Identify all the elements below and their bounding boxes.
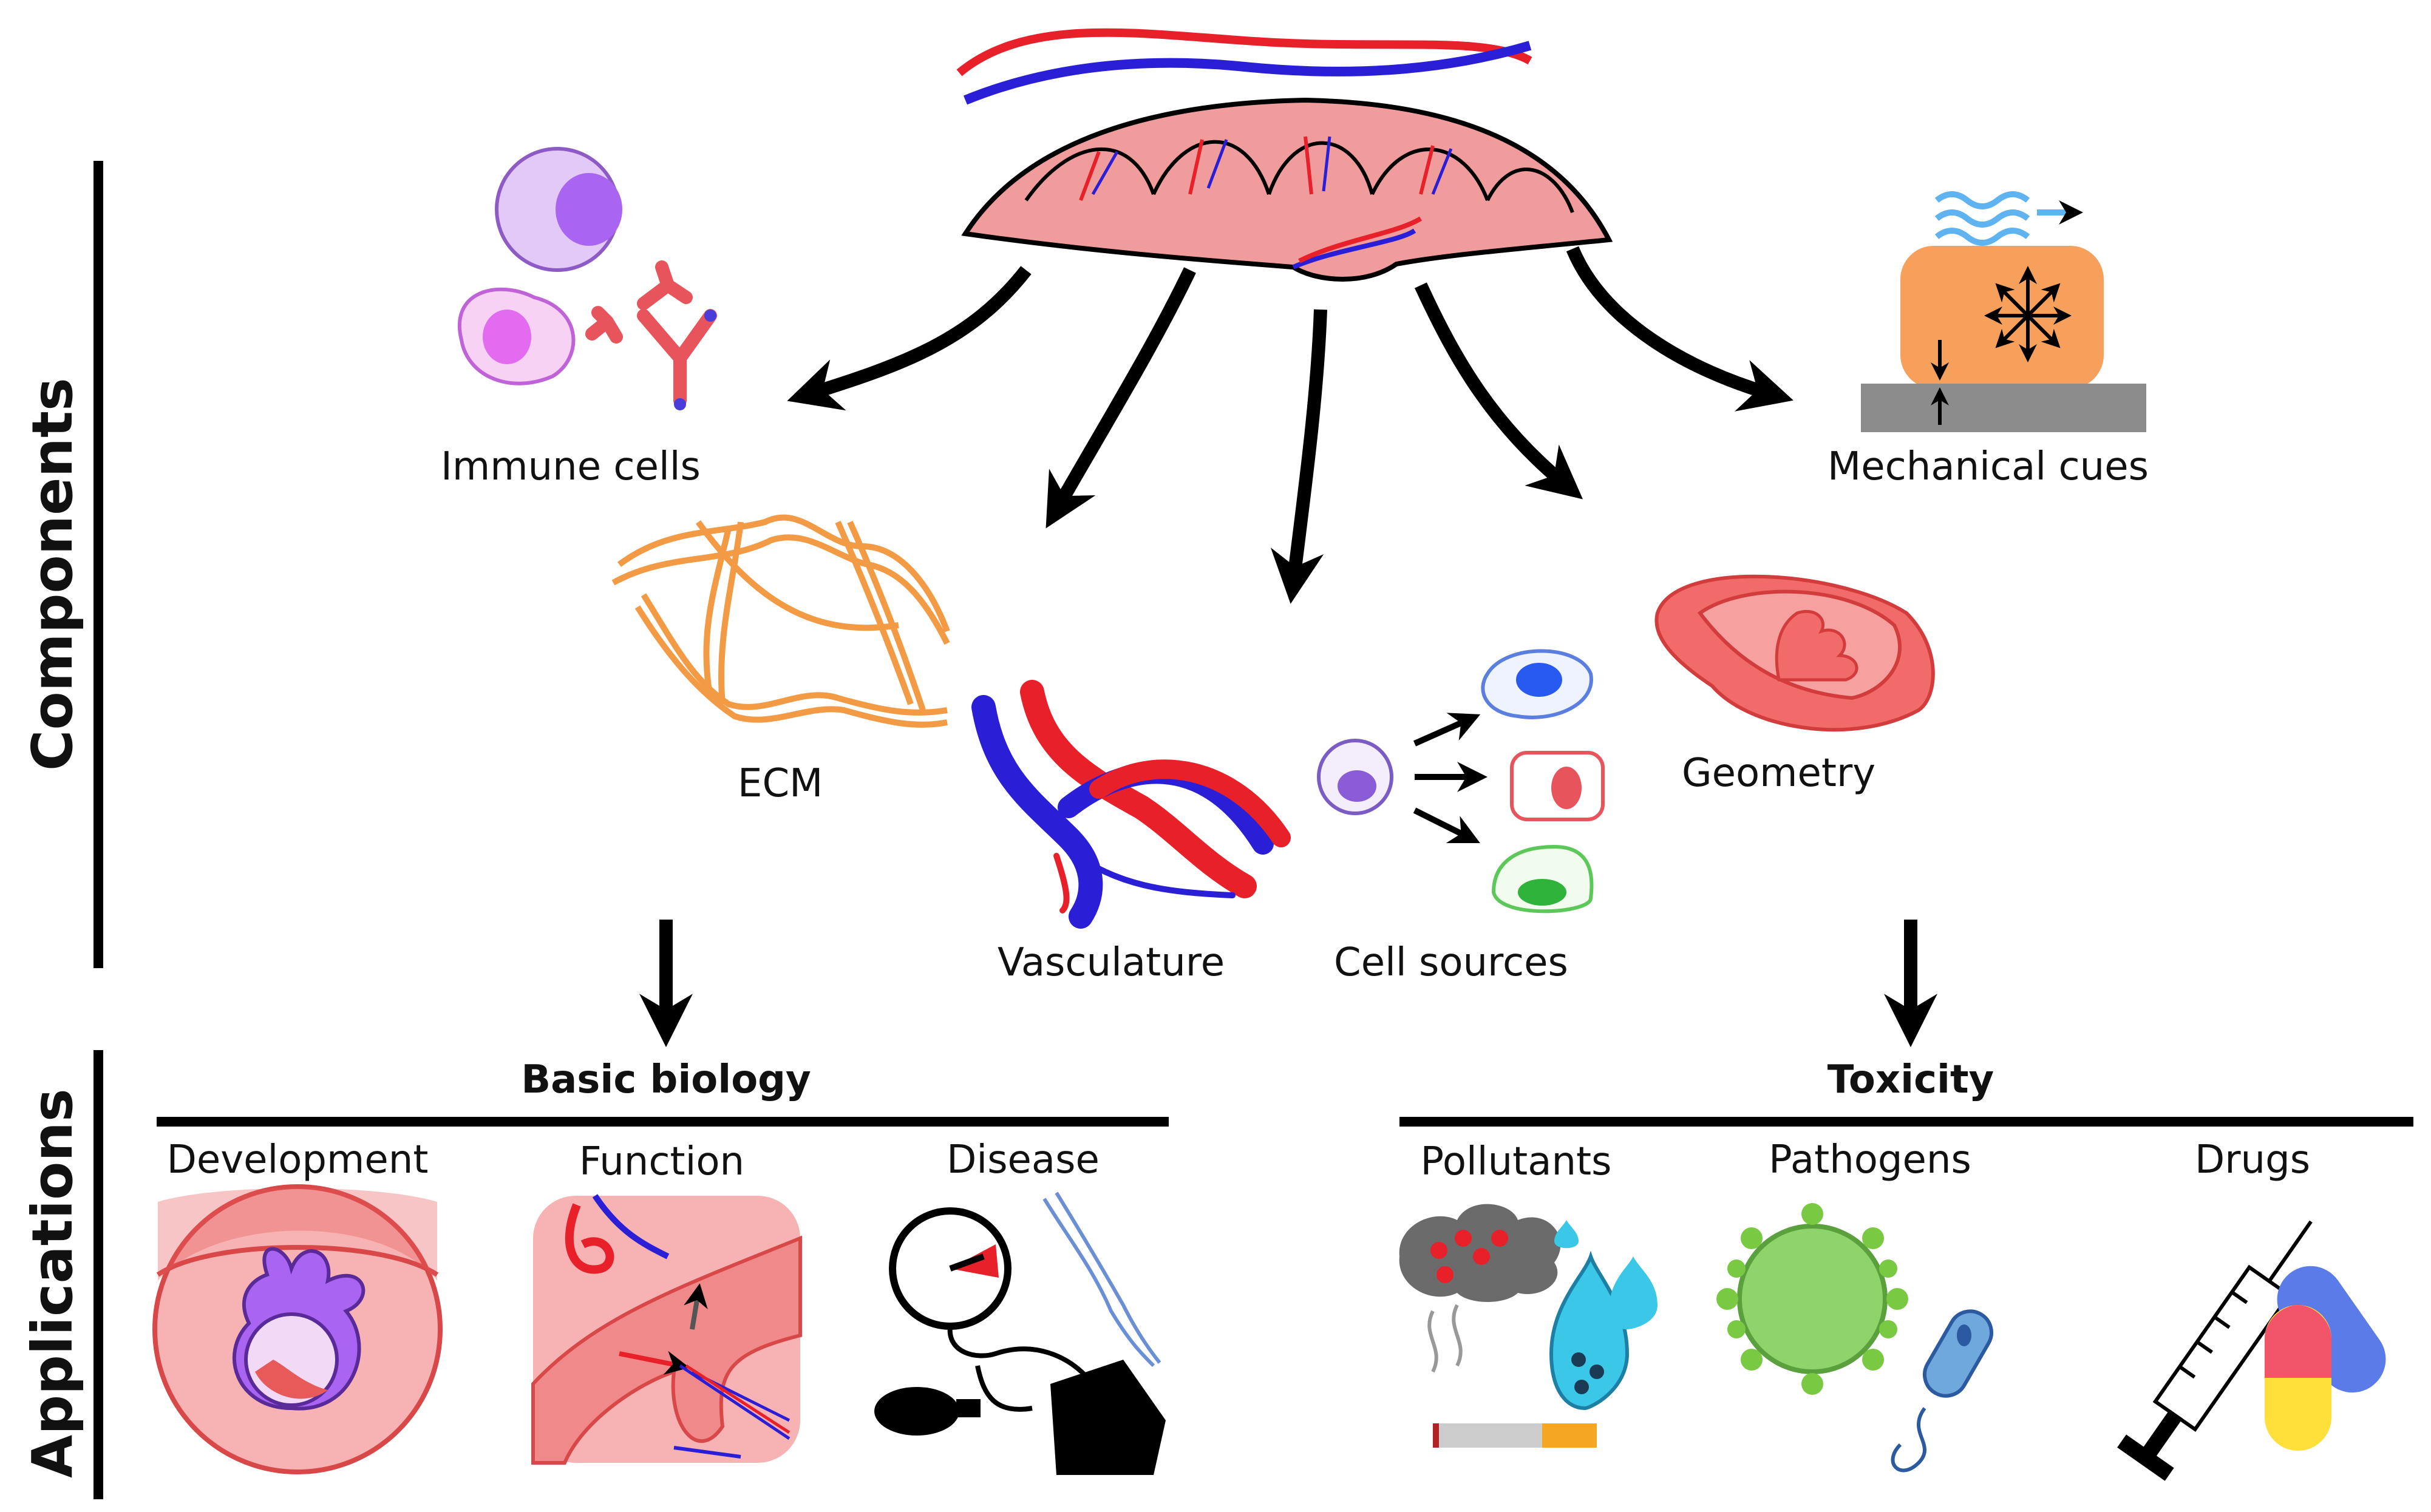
label-ecm: ECM: [738, 761, 823, 806]
label-pollutants: Pollutants: [1421, 1139, 1612, 1184]
cell-sources-illustration: [1317, 649, 1605, 914]
geometry-illustration: [1654, 574, 1935, 732]
applications-label: Applications: [20, 1088, 85, 1478]
pathogens-icon: [1716, 1203, 1993, 1473]
immune-cells-illustration: [457, 147, 717, 410]
label-mechanical-cues: Mechanical cues: [1827, 444, 2149, 489]
arrow-to-mechanical: [1566, 246, 1793, 412]
mechanical-cues-illustration: [1861, 191, 2146, 432]
arrow-to-cell-sources: [1270, 309, 1327, 604]
function-icon: [531, 1194, 802, 1465]
header-toxicity: Toxicity: [1827, 1057, 1994, 1102]
arrow-to-geometry: [1415, 282, 1583, 500]
component-arrows: [787, 246, 1793, 604]
label-cell-sources: Cell sources: [1334, 940, 1568, 985]
arrow-to-immune: [787, 266, 1032, 411]
vasculature-illustration: [971, 680, 1291, 929]
development-icon: [152, 1184, 443, 1474]
label-vasculature: Vasculature: [998, 940, 1225, 985]
label-pathogens: Pathogens: [1769, 1137, 1971, 1182]
pollutants-icon: [1399, 1204, 1657, 1448]
label-development: Development: [167, 1137, 429, 1182]
label-immune-cells: Immune cells: [441, 444, 701, 489]
disease-icon: [874, 1192, 1166, 1475]
label-geometry: Geometry: [1682, 751, 1875, 796]
label-function: Function: [579, 1139, 744, 1184]
arrow-to-vasculature: [1046, 267, 1196, 529]
label-drugs: Drugs: [2195, 1137, 2310, 1182]
placenta-illustration: [956, 28, 1613, 282]
components-label: Components: [20, 378, 85, 771]
drugs-icon: [2117, 1220, 2386, 1481]
label-disease: Disease: [947, 1137, 1100, 1182]
header-basic-biology: Basic biology: [521, 1057, 811, 1102]
ecm-illustration: [611, 514, 950, 728]
